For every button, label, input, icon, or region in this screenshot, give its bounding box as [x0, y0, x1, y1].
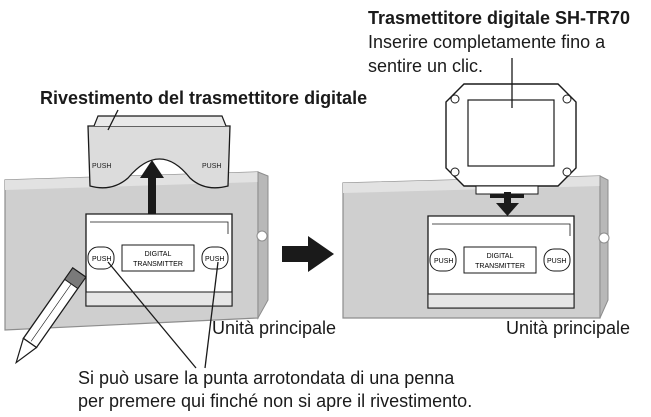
transmitter-cover: PUSH PUSH [87, 115, 231, 189]
cover-push-right: PUSH [202, 163, 221, 170]
main-unit-right-label: Unità principale [506, 318, 631, 338]
pen-note-line1: Si può usare la punta arrotondata di una… [78, 368, 455, 388]
leader-lines [107, 58, 513, 369]
panel-right-transmitter: TRANSMITTER [475, 263, 525, 270]
transmitter-note-line2: sentire un clic. [368, 56, 484, 76]
connector-panel-left: PUSH PUSH DIGITAL TRANSMITTER [85, 213, 233, 307]
pen-note-line2: per premere qui finché non si apre il ri… [78, 391, 473, 411]
cover-push-left: PUSH [92, 163, 111, 170]
transmitter-title: Trasmettitore digitale SH-TR70 [368, 8, 631, 28]
main-unit-left-label: Unità principale [212, 318, 337, 338]
panel-left-push-a: PUSH [92, 256, 111, 263]
cover-title: Rivestimento del trasmettitore digitale [40, 88, 368, 108]
panel-right-digital: DIGITAL [487, 253, 514, 260]
step-arrow [282, 236, 334, 272]
digital-transmitter [445, 83, 577, 198]
down-arrow [496, 192, 519, 216]
up-arrow [140, 160, 164, 214]
panel-right-push-b: PUSH [547, 258, 566, 265]
panel-right-push-a: PUSH [434, 258, 453, 265]
panel-left-push-b: PUSH [205, 256, 224, 263]
pen [15, 266, 87, 365]
connector-panel-right: PUSH PUSH DIGITAL TRANSMITTER [427, 215, 575, 309]
panel-left-digital: DIGITAL [145, 251, 172, 258]
transmitter-note-line1: Inserire completamente fino a [368, 32, 606, 52]
panel-left-transmitter: TRANSMITTER [133, 261, 183, 268]
